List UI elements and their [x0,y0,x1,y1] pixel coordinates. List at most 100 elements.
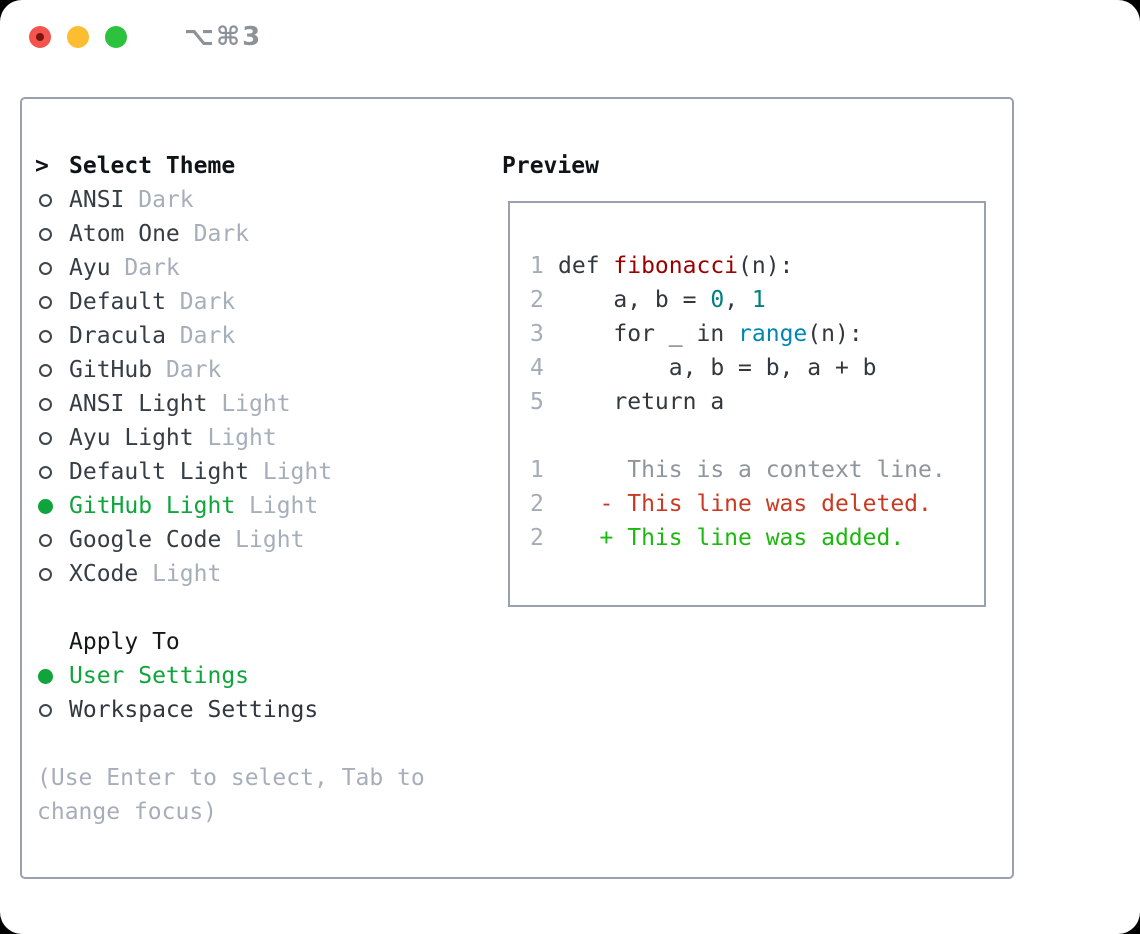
theme-item-ansi-light-light[interactable]: ANSI Light Light [35,387,502,421]
token-plain [558,389,613,415]
zoom-button[interactable] [105,26,127,48]
theme-name: Dracula [69,323,166,349]
close-button[interactable] [29,26,51,48]
radio-selected-cell [35,498,69,514]
theme-item-google-code-light[interactable]: Google Code Light [35,523,502,557]
theme-name: Atom One [69,221,180,247]
apply-option-label: Workspace Settings [69,697,319,723]
diff-line: 1 This is a context line. [530,453,984,487]
theme-name: GitHub [69,357,153,383]
diff-preview: 1 This is a context line.2 - This line w… [530,453,984,555]
token-plain: a, b = [558,287,711,313]
radio-unselected-icon [39,227,52,241]
line-number: 2 [530,287,544,313]
theme-variant: Light [193,425,277,451]
apply-option-user-settings[interactable]: User Settings [35,659,502,693]
radio-selected-cell [35,668,69,684]
token-number: 1 [751,287,766,313]
theme-variant: Dark [110,255,180,281]
token-plain: a [696,389,725,415]
theme-item-default-dark[interactable]: Default Dark [35,285,502,319]
theme-item-label: Dracula Dark [69,323,235,349]
token-function: fibonacci [613,253,739,279]
line-number: 1 [530,253,544,279]
radio-unselected-icon [39,329,52,343]
window-title: ⌥⌘3 [184,22,263,52]
token-keyword: in [696,321,725,347]
theme-item-ansi-dark[interactable]: ANSI Dark [35,183,502,217]
theme-variant: Dark [152,357,222,383]
token-added: + This line was added. [558,525,905,551]
radio-unselected-icon [39,261,52,275]
preview-title: Preview [502,153,599,179]
theme-item-github-light-light[interactable]: GitHub Light Light [35,489,502,523]
apply-to-header: Apply To [35,625,502,659]
theme-item-label: XCode Light [69,561,221,587]
theme-name: Ayu Light [69,425,194,451]
theme-name: Default Light [69,459,250,485]
prompt-caret-cell: > [35,153,69,179]
theme-name: Default [69,289,166,315]
theme-item-label: Ayu Light Light [69,425,277,451]
radio-selected-icon [38,668,53,684]
theme-variant: Light [221,527,305,553]
apply-option-workspace-settings[interactable]: Workspace Settings [35,693,502,727]
select-theme-title: Select Theme [69,153,236,179]
minimize-button[interactable] [67,26,89,48]
theme-item-label: Default Light Light [69,459,332,485]
radio-unselected-icon [39,533,52,547]
radio-unselected-cell [35,295,69,309]
token-plain: , [724,287,752,313]
radio-unselected-cell [35,397,69,411]
theme-variant: Light [207,391,291,417]
radio-unselected-icon [39,295,52,309]
theme-name: ANSI Light [69,391,208,417]
theme-item-ayu-light-light[interactable]: Ayu Light Light [35,421,502,455]
theme-variant: Light [138,561,222,587]
prompt-caret-icon: > [35,153,49,179]
radio-unselected-cell [35,193,69,207]
line-number: 5 [530,389,544,415]
theme-item-default-light-light[interactable]: Default Light Light [35,455,502,489]
theme-item-atom-one-dark[interactable]: Atom One Dark [35,217,502,251]
code-line: 1 def fibonacci(n): [530,249,984,283]
diff-line: 2 - This line was deleted. [530,487,984,521]
code-line-text: def fibonacci(n): [558,253,793,279]
theme-name: Ayu [69,255,111,281]
radio-unselected-icon [39,431,52,445]
theme-variant: Light [235,493,319,519]
theme-item-label: ANSI Dark [69,187,194,213]
line-number: 4 [530,355,544,381]
diff-line: 2 + This line was added. [530,521,984,555]
theme-name: Google Code [69,527,222,553]
theme-variant: Light [249,459,333,485]
line-number: 1 [530,457,544,483]
radio-unselected-icon [39,193,52,207]
token-plain: (n): [738,253,794,279]
theme-item-xcode-light[interactable]: XCode Light [35,557,502,591]
theme-item-ayu-dark[interactable]: Ayu Dark [35,251,502,285]
token-deleted: - This line was deleted. [558,491,932,517]
theme-variant: Dark [165,323,236,349]
token-keyword: for [613,321,655,347]
theme-item-label: Ayu Dark [69,255,180,281]
radio-unselected-cell [35,329,69,343]
theme-item-dracula-dark[interactable]: Dracula Dark [35,319,502,353]
theme-item-github-dark[interactable]: GitHub Dark [35,353,502,387]
diff-line-text: + This line was added. [558,525,905,551]
code-line: 3 for _ in range(n): [530,317,984,351]
theme-variant: Dark [165,289,236,315]
radio-unselected-cell [35,431,69,445]
radio-unselected-cell [35,703,69,717]
radio-unselected-cell [35,567,69,581]
token-keyword: def [558,253,614,279]
token-plain: _ [654,321,697,347]
theme-item-label: Default Dark [69,289,235,315]
theme-item-label: GitHub Dark [69,357,221,383]
token-plain: (n): [807,321,863,347]
